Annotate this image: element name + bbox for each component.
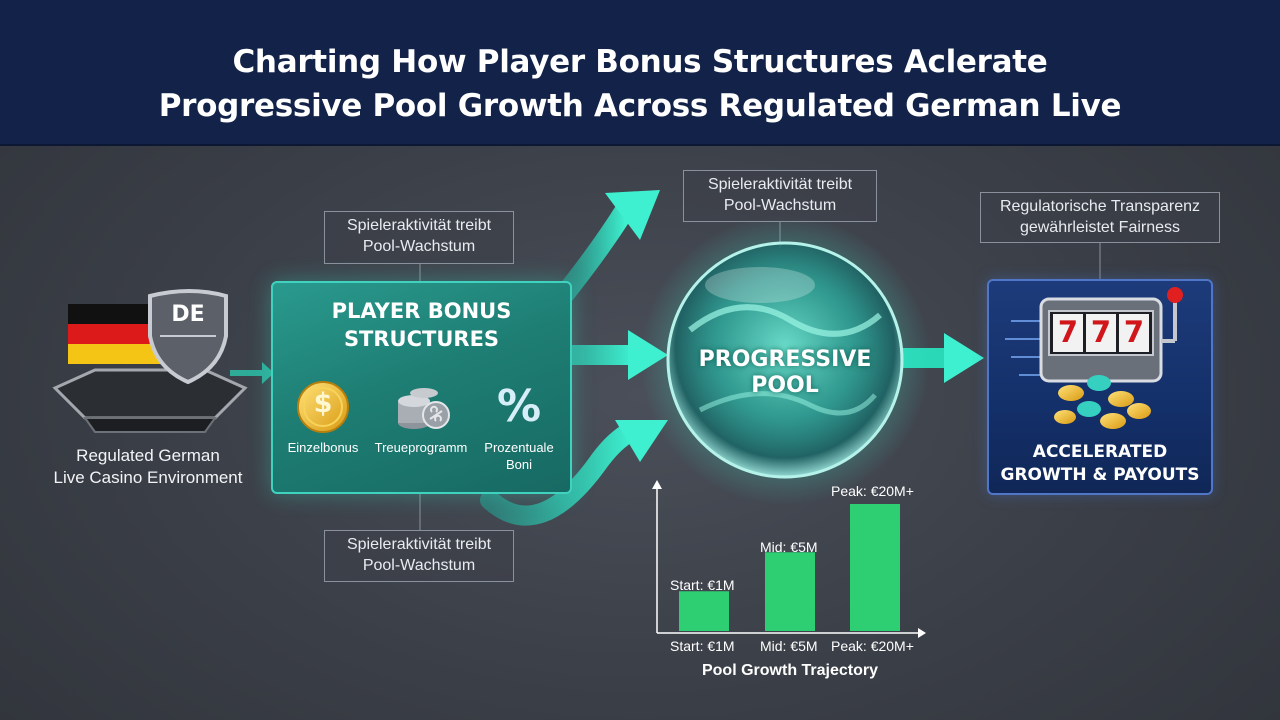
callout-bottom-left-line-2: Pool-Wachstum	[362, 557, 476, 574]
callout-top-left: Spieleraktivität treibt Pool-Wachstum	[324, 211, 514, 264]
x-tick-label-start: Start: €1M	[670, 638, 735, 654]
bonus-title-line-2: STRUCTURES	[343, 327, 500, 351]
chart-title: Pool Growth Trajectory	[701, 662, 879, 679]
percent-icon: %	[471, 379, 567, 439]
bonus-item-label: Treueprogramm	[374, 440, 468, 455]
callout-top-center: Spieleraktivität treibt Pool-Wachstum	[683, 170, 877, 222]
bar-label-peak: Peak: €20M+	[831, 483, 914, 499]
bonus-box-title: PLAYER BONUS STRUCTURES	[273, 297, 570, 353]
accelerated-growth-label: ACCELERATED GROWTH & PAYOUTS	[989, 441, 1211, 487]
bar-0	[679, 591, 729, 631]
coin-stack-icon	[373, 379, 469, 439]
callout-top-center-line-1: Spieleraktivität treibt	[707, 176, 853, 193]
bar-1	[765, 552, 815, 631]
bonus-item-treueprogramm: Treueprogramm	[373, 379, 469, 456]
x-tick-label-mid: Mid: €5M	[760, 638, 818, 654]
progressive-pool-label: PROGRESSIVE POOL	[668, 347, 902, 399]
bonus-item-prozentuale-boni: % Prozentuale Boni	[471, 379, 567, 473]
accelerated-label-line-2: GROWTH & PAYOUTS	[1000, 465, 1200, 485]
callout-top-right: Regulatorische Transparenz gewährleistet…	[980, 192, 1220, 243]
callout-top-center-line-2: Pool-Wachstum	[723, 197, 837, 214]
bonus-title-line-1: PLAYER BONUS	[331, 299, 512, 323]
pool-label-line-1: PROGRESSIVE	[698, 347, 872, 372]
reel-1-symbol: 7	[1057, 315, 1079, 349]
dollar-symbol: $	[313, 388, 333, 419]
callout-bottom-left-line-1: Spieleraktivität treibt	[346, 536, 492, 553]
accelerated-label-line-1: ACCELERATED	[1032, 442, 1168, 462]
callout-top-right-line-1: Regulatorische Transparenz	[999, 198, 1201, 215]
pool-sphere	[666, 241, 904, 479]
pool-label-line-2: POOL	[751, 373, 819, 398]
bar-2	[850, 504, 900, 631]
callout-top-left-line-2: Pool-Wachstum	[362, 238, 476, 255]
callout-bottom-left: Spieleraktivität treibt Pool-Wachstum	[324, 530, 514, 582]
bonus-item-label: Prozentuale Boni	[484, 440, 554, 472]
bonus-item-label: Einzelbonus	[287, 440, 359, 455]
environment-label: Regulated German Live Casino Environment	[40, 445, 256, 489]
callout-top-right-line-2: gewährleistet Fairness	[1019, 219, 1181, 236]
dollar-coin-icon: $	[275, 379, 371, 439]
reel-3-symbol: 7	[1123, 315, 1145, 349]
percent-symbol: %	[496, 381, 542, 432]
callout-top-left-line-1: Spieleraktivität treibt	[346, 217, 492, 234]
slot-machine-icon	[1005, 287, 1183, 429]
title-line-1: Charting How Player Bonus Structures Acl…	[232, 44, 1048, 80]
x-tick-label-peak: Peak: €20M+	[831, 638, 914, 654]
bonus-item-einzelbonus: $ Einzelbonus	[275, 379, 371, 456]
player-bonus-structures-box: PLAYER BONUS STRUCTURES $ Einzelbonus Tr…	[271, 281, 572, 494]
page-title: Charting How Player Bonus Structures Acl…	[0, 40, 1280, 128]
reel-2-symbol: 7	[1090, 315, 1112, 349]
environment-label-line-2: Live Casino Environment	[53, 468, 243, 487]
de-badge-text: DE	[171, 302, 205, 327]
title-line-2: Progressive Pool Growth Across Regulated…	[158, 88, 1122, 124]
header-banner	[0, 0, 1280, 146]
accelerated-growth-box: 7 7 7 ACCELERATED GROWTH & PAYOUTS	[987, 279, 1213, 495]
environment-label-line-1: Regulated German	[76, 446, 220, 465]
bar-label-start: Start: €1M	[670, 577, 735, 593]
bar-label-mid: Mid: €5M	[760, 539, 818, 555]
